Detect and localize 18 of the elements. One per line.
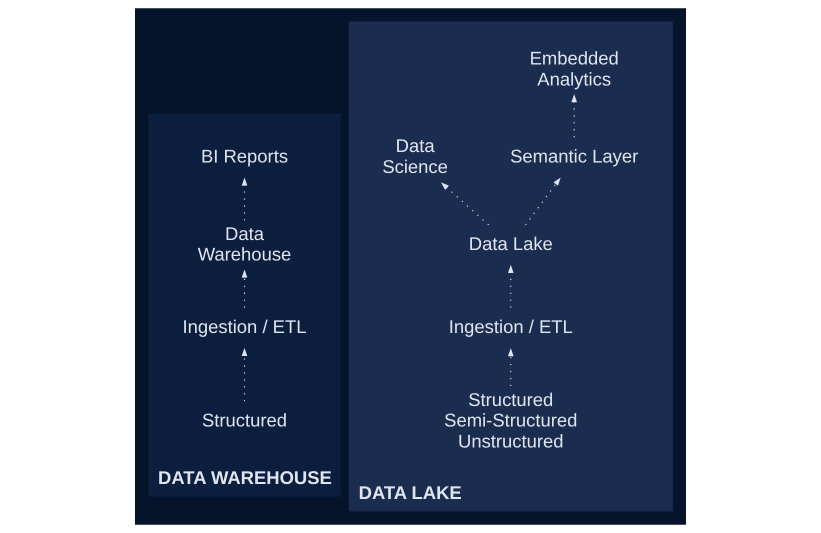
node-text: Ingestion / ETL: [182, 316, 307, 338]
node-text: Ingestion / ETL: [448, 316, 573, 338]
node-text: BI Reports: [200, 146, 288, 167]
node-text: Embedded Analytics: [530, 48, 619, 90]
arrow: [242, 348, 248, 402]
node-text: Semantic Layer: [510, 146, 638, 167]
node-text: Structured Semi-Structured Unstructured: [444, 388, 578, 452]
arrow: [525, 178, 561, 226]
arrow: [242, 178, 248, 220]
arrow: [242, 269, 248, 308]
arrow: [508, 348, 514, 386]
arrow: [441, 182, 489, 226]
node-text: Structured: [202, 409, 288, 430]
node-text: Data Lake: [468, 233, 553, 254]
node-text: Data Science: [382, 135, 448, 177]
arrow: [508, 264, 514, 308]
arrow: [571, 94, 578, 138]
node-text: Data Warehouse: [198, 222, 292, 265]
